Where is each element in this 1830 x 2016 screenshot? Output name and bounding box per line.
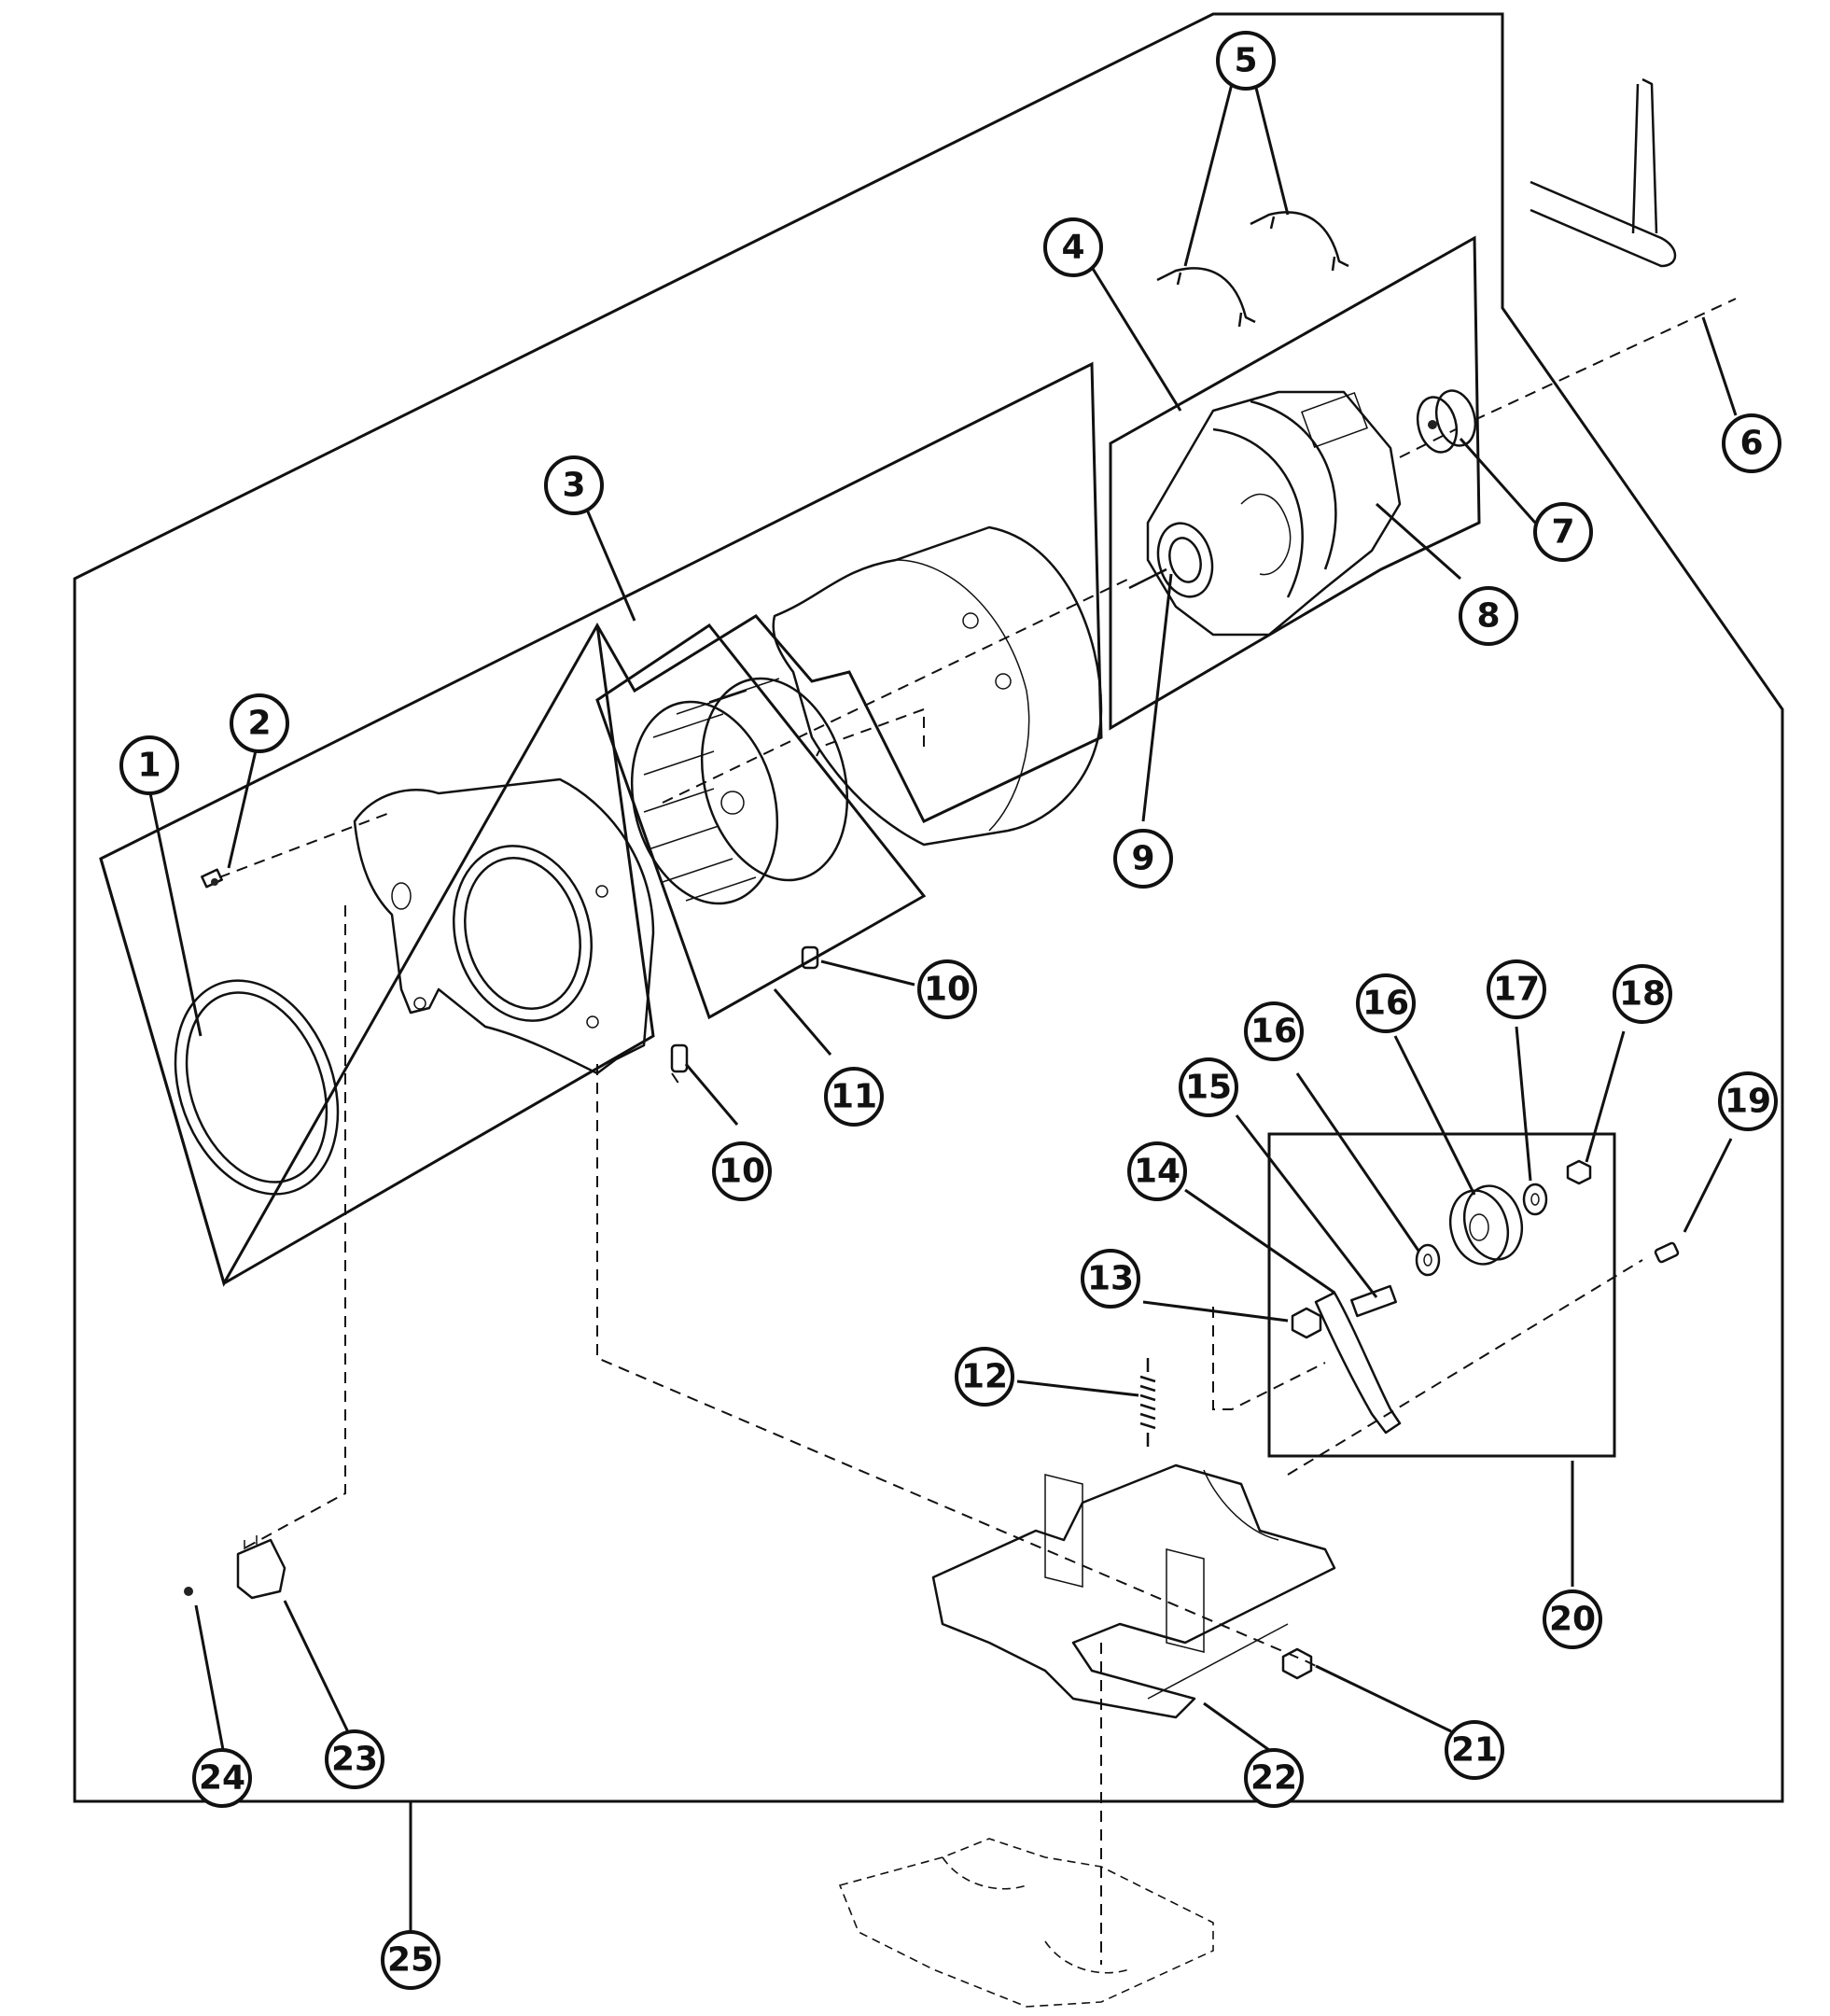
callout-12: 12 <box>955 1347 1014 1407</box>
part-washer-16a <box>1415 1243 1441 1277</box>
part-blower-wheel <box>630 677 849 905</box>
callout-6: 6 <box>1722 413 1781 473</box>
svg-text:10: 10 <box>924 971 971 1009</box>
part-nut-18 <box>1566 1159 1592 1185</box>
callout-18: 18 <box>1613 964 1672 1024</box>
callout-16b: 17 <box>1487 959 1546 1019</box>
part-fan-housing <box>772 525 1103 847</box>
svg-text:15: 15 <box>1185 1069 1232 1107</box>
svg-text:25: 25 <box>387 1941 434 1980</box>
callout-11: 11 <box>824 1067 884 1127</box>
part-spring <box>1139 1358 1156 1447</box>
svg-text:18: 18 <box>1619 975 1666 1014</box>
blower-wheel-frame <box>595 623 927 1020</box>
assembly-line-idler <box>1212 1307 1326 1410</box>
blower-housing-frame <box>99 361 1103 1287</box>
part-motor-clamps <box>1156 211 1349 328</box>
svg-text:6: 6 <box>1739 425 1763 463</box>
part-motor <box>1128 390 1402 637</box>
svg-text:5: 5 <box>1234 42 1257 80</box>
part-motor-mount <box>931 1463 1336 1719</box>
svg-text:13: 13 <box>1087 1260 1134 1298</box>
callout-17: 16 <box>1356 973 1416 1033</box>
callout-25: 25 <box>381 1930 440 1990</box>
svg-text:4: 4 <box>1061 229 1084 267</box>
leader-lines <box>147 83 1738 1932</box>
callout-13: 13 <box>1081 1249 1140 1309</box>
part-idler-pulley <box>1448 1184 1524 1266</box>
part-screw-10a <box>801 945 819 970</box>
svg-text:8: 8 <box>1476 597 1500 636</box>
callout-10a: 10 <box>917 959 977 1019</box>
svg-text:2: 2 <box>247 705 271 743</box>
callout-16a: 16 <box>1244 1001 1304 1061</box>
callout-2: 2 <box>230 693 289 753</box>
part-pulley <box>1416 389 1477 454</box>
callout-23: 23 <box>325 1729 384 1789</box>
assembly-line-upper <box>218 811 393 878</box>
part-screw-2 <box>201 868 223 889</box>
svg-text:9: 9 <box>1131 840 1154 878</box>
callout-10b: 10 <box>712 1141 772 1201</box>
part-washer-16b <box>1522 1183 1548 1216</box>
svg-text:21: 21 <box>1451 1731 1498 1770</box>
part-screw-10b <box>670 1043 689 1073</box>
svg-text:3: 3 <box>562 467 585 505</box>
callout-3: 3 <box>544 455 604 515</box>
svg-text:14: 14 <box>1134 1153 1180 1191</box>
callout-14: 14 <box>1127 1141 1187 1201</box>
blower-housing-frame-edge <box>99 624 655 1286</box>
svg-text:11: 11 <box>831 1078 877 1116</box>
part-idler-shaft <box>1349 1284 1398 1318</box>
svg-text:16: 16 <box>1362 985 1409 1023</box>
svg-text:12: 12 <box>961 1358 1008 1396</box>
callout-9: 9 <box>1113 829 1173 889</box>
part-switch <box>236 1535 286 1600</box>
part-nut-13 <box>1291 1307 1322 1339</box>
assembly-line-shaft <box>662 298 1737 804</box>
assembly-line-screw10 <box>671 1072 682 1088</box>
svg-text:10: 10 <box>719 1153 765 1191</box>
idler-frame <box>1267 1132 1616 1458</box>
outer-assembly-frame <box>73 12 1784 1803</box>
callout-8: 8 <box>1459 586 1518 646</box>
callout-5: 5 <box>1216 31 1276 91</box>
svg-text:7: 7 <box>1551 513 1574 552</box>
svg-text:16: 16 <box>1250 1013 1297 1051</box>
callout-22: 22 <box>1244 1748 1304 1808</box>
part-nut-21 <box>1281 1647 1313 1680</box>
svg-text:23: 23 <box>331 1741 378 1779</box>
svg-text:1: 1 <box>137 747 161 785</box>
svg-text:19: 19 <box>1725 1083 1771 1121</box>
svg-text:20: 20 <box>1549 1601 1596 1639</box>
part-idler-arm <box>1314 1291 1402 1435</box>
part-blower-housing-plate <box>353 777 655 1075</box>
assembly-line-left-vertical <box>242 905 346 1550</box>
callout-7: 7 <box>1533 502 1593 562</box>
part-drive-belt <box>1530 77 1677 268</box>
svg-text:17: 17 <box>1493 971 1540 1009</box>
callout-24: 24 <box>192 1748 252 1808</box>
part-pin <box>184 1587 193 1596</box>
svg-text:22: 22 <box>1250 1759 1297 1798</box>
assembly-line-bracket <box>1287 1259 1643 1476</box>
assembly-line-housing <box>816 707 925 757</box>
part-screw-19 <box>1654 1241 1680 1264</box>
callout-19: 19 <box>1718 1071 1778 1131</box>
callout-15: 15 <box>1179 1057 1238 1117</box>
callout-4: 4 <box>1043 217 1103 277</box>
motor-frame <box>1109 235 1481 731</box>
part-seal-ring <box>174 979 340 1196</box>
callout-21: 21 <box>1445 1720 1504 1780</box>
callout-1: 1 <box>119 735 179 795</box>
svg-text:24: 24 <box>199 1759 245 1798</box>
callout-20: 20 <box>1543 1589 1602 1649</box>
phantom-base <box>838 1838 1214 2008</box>
